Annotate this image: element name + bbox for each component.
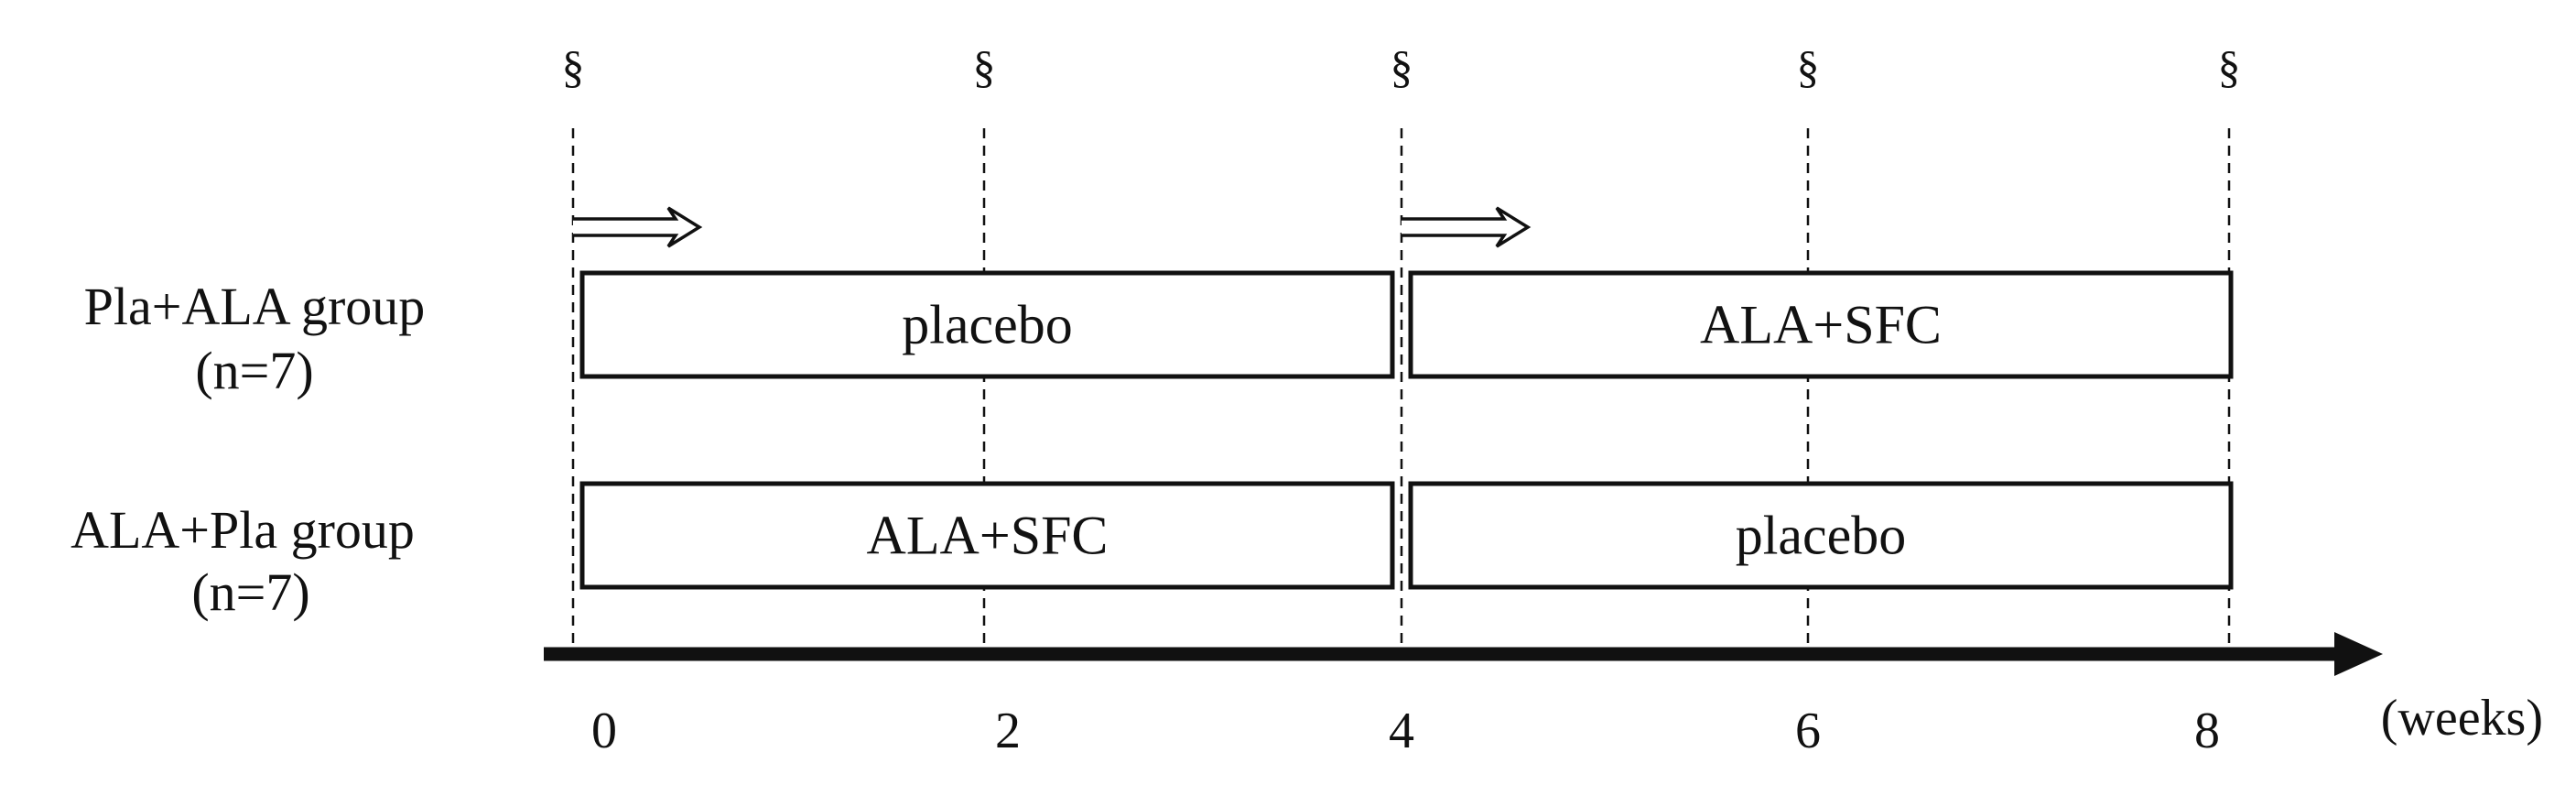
time-axis-tick-label: 0 [591,703,617,759]
treatment-period-label: placebo [1736,506,1907,566]
time-axis-tick-label: 2 [995,703,1021,759]
start-arrows [573,206,1532,248]
group-n-pla-ala: (n=7) [195,341,313,400]
start-arrow-icon [573,206,703,248]
treatment-period-box [1408,481,2234,590]
treatment-period-label: ALA+SFC [867,506,1109,566]
treatment-period-box [579,270,1395,379]
treatment-period-box [1408,270,2234,379]
section-marker: § [2218,41,2241,93]
time-axis-ticks: 0 2 4 6 8 [591,703,2220,759]
time-axis-tick-label: 8 [2194,703,2220,759]
treatment-period: placebo [579,270,1395,379]
group-label-pla-ala: Pla+ALA group [84,277,426,336]
assessment-markers: § § § § § [562,41,2241,93]
treatment-period: ALA+SFC [579,481,1395,590]
treatment-period-label: ALA+SFC [1700,295,1942,355]
section-marker: § [562,41,585,93]
section-marker: § [973,41,996,93]
group-label-ala-pla: ALA+Pla group [70,500,415,560]
start-arrow-icon [1402,206,1532,248]
treatment-period: ALA+SFC [1408,270,2234,379]
start-arrow-shape [573,206,703,248]
treatment-period-box [579,481,1395,590]
treatment-period-label: placebo [902,295,1073,355]
group-n-ala-pla: (n=7) [191,562,309,622]
start-arrow-shape [1402,206,1532,248]
time-axis-tick-label: 6 [1795,703,1821,759]
time-axis-arrowhead-icon [2334,632,2383,676]
time-axis-tick-label: 4 [1389,703,1414,759]
section-marker: § [1797,41,1820,93]
treatment-period: placebo [1408,481,2234,590]
section-marker: § [1391,41,1413,93]
axis-unit-label: (weeks) [2381,690,2543,747]
time-axis [544,632,2383,676]
